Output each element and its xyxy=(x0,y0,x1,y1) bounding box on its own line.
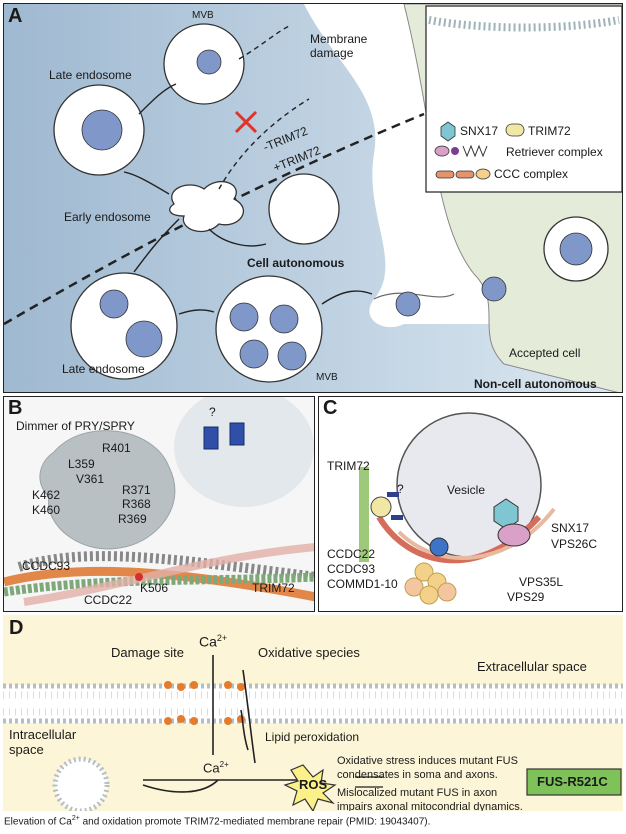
lipid-peroxidation-label: Lipid peroxidation xyxy=(265,730,360,744)
vps35l-label: VPS35L xyxy=(519,575,564,589)
mislocalized-text-2: impairs axonal mitocondrial dynamics. xyxy=(337,801,523,811)
residue-r371: R371 xyxy=(122,483,151,497)
late-endosome-top-label: Late endosome xyxy=(49,68,132,82)
mvb-top-label: MVB xyxy=(192,10,214,21)
snx17-icon xyxy=(493,498,519,530)
legend-retriever: Retriever complex xyxy=(506,145,603,159)
ccdc93-helix xyxy=(23,543,314,606)
cell-autonomous-label: Cell autonomous xyxy=(247,256,345,270)
residue-r369: R369 xyxy=(118,512,147,526)
trim72-vesicle xyxy=(268,173,340,245)
residue-k460: K460 xyxy=(32,503,61,517)
stress-text-2: condensates in soma and axons. xyxy=(337,769,498,781)
late-endosome-bottom-label: Late endosome xyxy=(62,362,145,376)
panel-b-art xyxy=(4,397,314,611)
trim72-helix xyxy=(4,572,314,597)
panel-c: C TRIM72 ? Vesicle SNX17 VPS26C CCDC22 C… xyxy=(318,396,623,612)
mvb-bottom-label: MVB xyxy=(316,372,338,383)
pry-spry-surface xyxy=(39,430,176,550)
residue-k462: K462 xyxy=(32,488,61,502)
ccdc22-label-c: CCDC22 xyxy=(327,547,376,561)
panel-a-letter: A xyxy=(8,5,23,27)
non-cell-autonomous-label: Non-cell autonomous xyxy=(474,377,597,391)
oxidative-species-label: Oxidative species xyxy=(258,645,360,660)
vesicle-label: Vesicle xyxy=(447,483,486,497)
ccdc93-label: CCDC93 xyxy=(22,559,71,573)
vps29-label: VPS29 xyxy=(507,590,545,604)
ca-mid-label: Ca2+ xyxy=(203,760,229,776)
residue-r368: R368 xyxy=(122,497,151,511)
retriever-legend-icon xyxy=(434,145,450,157)
snx17-label: SNX17 xyxy=(551,521,590,535)
panel-b: B Dimmer of PRY/SPRY ? R401 L359 V361 K4… xyxy=(3,396,315,612)
stress-text-1: Oxidative stress induces mutant FUS xyxy=(337,755,518,767)
snx17-legend-icon xyxy=(440,121,456,142)
ccdc22-label: CCDC22 xyxy=(84,593,133,607)
ros-label: ROS xyxy=(299,777,328,792)
damage-site-label: Damage site xyxy=(111,645,184,660)
panel-d-letter: D xyxy=(9,617,24,639)
legend-box xyxy=(425,5,622,193)
panel-c-question: ? xyxy=(397,482,404,496)
panel-c-art xyxy=(359,412,556,605)
figure-caption: Elevation of Ca2+ and oxidation promote … xyxy=(4,815,431,828)
accepted-cell-label: Accepted cell xyxy=(509,346,581,360)
early-endosome xyxy=(169,180,245,233)
commd-label: COMMD1-10 xyxy=(327,577,398,591)
residue-l359: L359 xyxy=(68,457,95,471)
extracellular-label: Extracellular space xyxy=(477,659,587,674)
mislocalized-text-1: Mislocalized mutant FUS in axon xyxy=(337,787,498,799)
pry-spry-title: Dimmer of PRY/SPRY xyxy=(16,419,135,433)
residue-r401: R401 xyxy=(102,441,131,455)
ca-top-label: Ca2+ xyxy=(199,633,228,650)
membrane-damage-label: Membrane damage xyxy=(310,32,368,60)
lipid-bilayer xyxy=(3,683,623,724)
residue-v361: V361 xyxy=(76,472,105,486)
legend-trim72: TRIM72 xyxy=(528,124,571,138)
vps26c-icon xyxy=(497,523,531,547)
panel-d-art xyxy=(3,615,623,811)
trim72-legend-icon xyxy=(505,123,525,137)
intracellular-label: Intracellular space xyxy=(9,727,77,757)
legend-ccc: CCC complex xyxy=(494,167,569,181)
panel-c-trim72-label: TRIM72 xyxy=(327,459,370,473)
panel-b-letter: B xyxy=(8,397,23,419)
residue-k506: K506 xyxy=(140,581,169,595)
panel-a: A Membrane damage MVB Late endosome Earl… xyxy=(3,3,623,393)
ccdc93-label-c: CCDC93 xyxy=(327,562,376,576)
mvb-bottom xyxy=(215,275,323,383)
legend-snx17: SNX17 xyxy=(460,124,499,138)
panel-d: D Damage site Ca2+ Oxidative species Ext… xyxy=(3,615,623,811)
ccdc22-helix xyxy=(4,566,314,602)
early-endosome-label: Early endosome xyxy=(64,210,151,224)
fus-box xyxy=(526,768,622,796)
panel-b-question: ? xyxy=(209,405,216,419)
vps26c-label: VPS26C xyxy=(551,537,598,551)
panel-b-trim72-label: TRIM72 xyxy=(252,581,295,595)
fus-label: FUS-R521C xyxy=(537,774,608,789)
ccc-legend-icon xyxy=(435,170,455,179)
panel-a-art xyxy=(4,4,622,392)
panel-c-letter: C xyxy=(323,397,338,419)
